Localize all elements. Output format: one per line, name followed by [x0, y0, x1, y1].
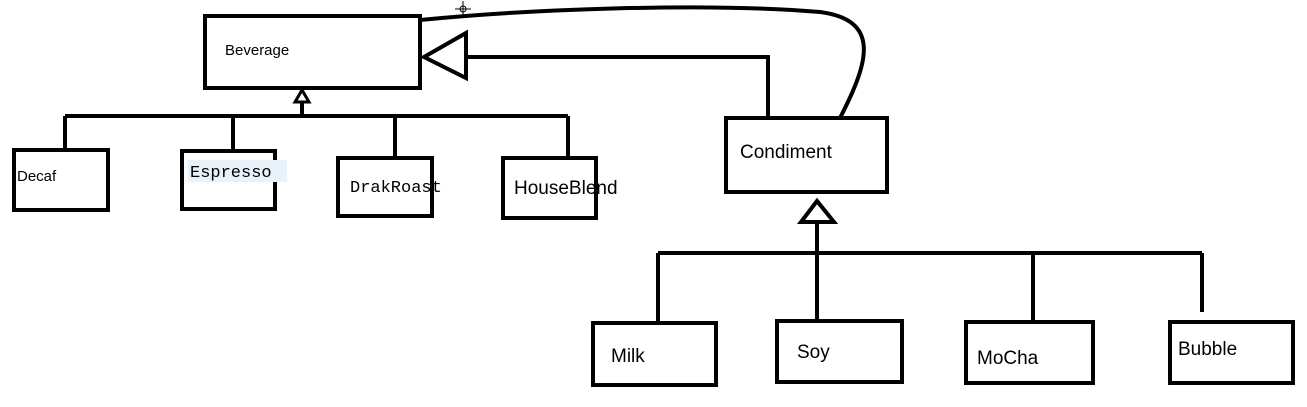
class-label-espresso: Espresso: [190, 164, 272, 183]
inheritance-arrow-condiment: [796, 197, 839, 224]
class-label-condiment: Condiment: [740, 142, 833, 163]
class-box-soy: [775, 319, 904, 384]
inheritance-line-condiment-beverage: [466, 55, 770, 118]
class-label-milk: Milk: [611, 346, 645, 367]
class-label-houseblend: HouseBlend: [514, 178, 618, 199]
inheritance-arrow-beverage: [419, 29, 468, 82]
class-box-decaf: [12, 148, 110, 212]
class-label-mocha: MoCha: [977, 348, 1039, 369]
class-box-houseblend: [501, 156, 598, 220]
class-box-beverage: [203, 14, 422, 90]
crosshair-cursor-icon: [455, 1, 471, 17]
class-label-drakroast: DrakRoast: [350, 179, 442, 198]
class-box-condiment: [724, 116, 889, 194]
inheritance-arrowhead-small: [292, 87, 312, 104]
association-curve: [419, 5, 866, 119]
class-label-soy: Soy: [797, 342, 830, 363]
class-box-drakroast: [336, 156, 434, 218]
text-highlight-espresso: [188, 160, 287, 182]
class-box-mocha: [964, 320, 1095, 385]
class-label-beverage: Beverage: [225, 42, 289, 59]
class-box-bubble: [1168, 320, 1295, 385]
class-box-milk: [591, 321, 718, 387]
class-label-bubble: Bubble: [1178, 339, 1237, 360]
class-label-decaf: Decaf: [17, 168, 57, 185]
